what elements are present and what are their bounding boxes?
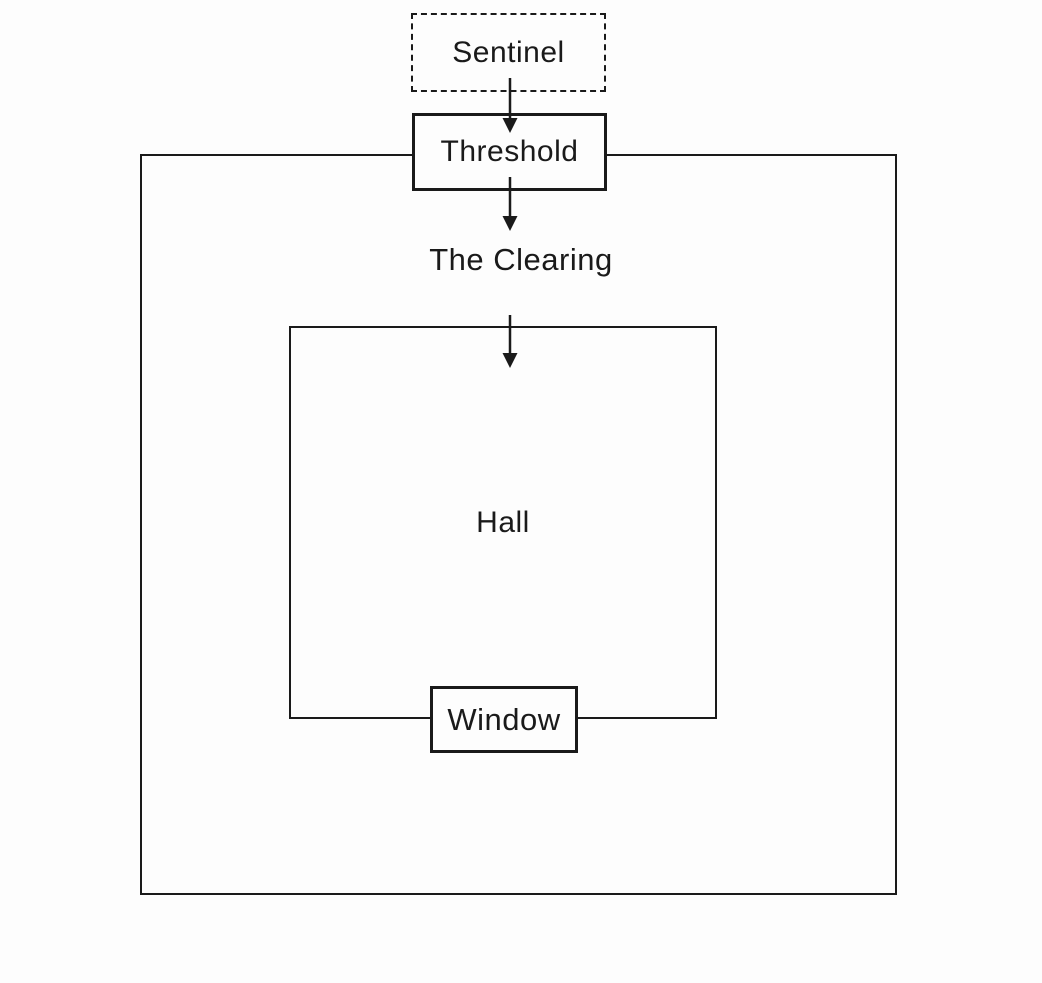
hall-boundary-rect: Hall xyxy=(289,326,717,719)
threshold-label: Threshold xyxy=(440,135,579,168)
window-node: Window xyxy=(430,686,578,753)
sentinel-label: Sentinel xyxy=(452,35,565,69)
clearing-label: The Clearing xyxy=(429,242,613,277)
hall-label: Hall xyxy=(476,505,530,539)
sentinel-node: Sentinel xyxy=(411,13,606,92)
threshold-node: Threshold xyxy=(412,113,607,191)
window-label: Window xyxy=(447,701,561,737)
